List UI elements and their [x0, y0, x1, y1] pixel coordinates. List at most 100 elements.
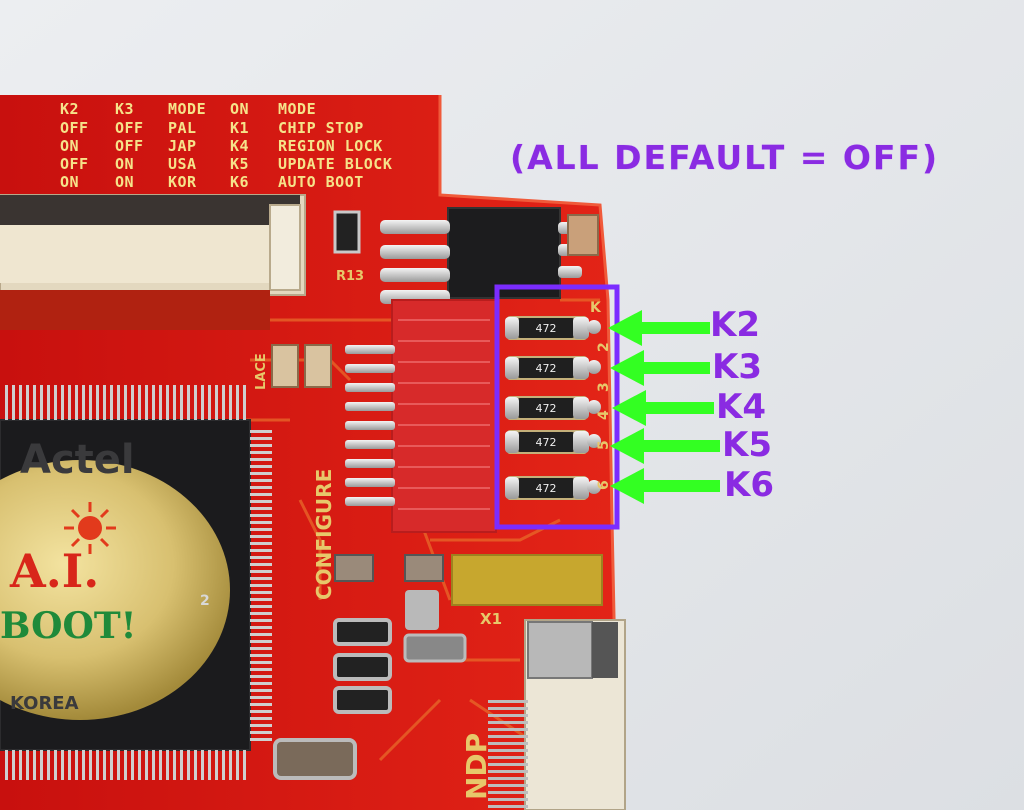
cpld-pin: [124, 385, 127, 420]
k-label-k5: K5: [722, 425, 773, 465]
cpld-pin: [236, 385, 239, 420]
silkscreen-header-cell: ON: [230, 100, 250, 118]
pad-digit: 5: [596, 440, 612, 450]
cpld-pin: [250, 731, 272, 734]
connector-pin: [488, 784, 528, 787]
cpld-pin: [243, 385, 246, 420]
cpld-pin: [166, 385, 169, 420]
cpld-pin: [180, 750, 183, 780]
configure-label: CONFIGURE: [312, 468, 336, 600]
cpld-pin: [159, 750, 162, 780]
silkscreen-cell: PAL: [168, 119, 197, 137]
cpld-pin: [250, 598, 272, 601]
k-label-k4: K4: [716, 387, 767, 427]
led-lace: [271, 344, 299, 388]
cpld-pin: [5, 750, 8, 780]
silkscreen-cell: KOR: [168, 173, 197, 191]
dip-pin: [345, 497, 395, 506]
chip-digit: 2: [200, 593, 210, 609]
cpld-pin: [250, 472, 272, 475]
cpld-pin: [250, 458, 272, 461]
cpld-pin: [152, 385, 155, 420]
resistor-code: 472: [536, 322, 557, 335]
connector-pin: [488, 798, 528, 801]
cpld-pin: [250, 577, 272, 580]
cpld-pin: [159, 385, 162, 420]
cpld-pin: [250, 689, 272, 692]
cpld-pin: [75, 750, 78, 780]
cpld-pin: [250, 605, 272, 608]
k-resistor: 472: [505, 396, 601, 420]
cpld-pin: [250, 507, 272, 510]
dip-pin: [345, 345, 395, 354]
cpld-pin: [250, 493, 272, 496]
cpld-pin: [19, 750, 22, 780]
connector-pin: [488, 742, 528, 745]
cpld-pin: [12, 750, 15, 780]
green-arrow-icon: [610, 350, 710, 386]
silkscreen-cell: ON: [115, 155, 135, 173]
capacitor-top: [567, 214, 599, 256]
cpld-pin: [250, 556, 272, 559]
cpld-pin: [250, 437, 272, 440]
cpld-pin: [194, 750, 197, 780]
connector-pin: [488, 721, 528, 724]
cpld-pin: [250, 549, 272, 552]
dip-pin: [345, 478, 395, 487]
k-resistor: 472: [505, 476, 601, 500]
pad-digit: 2: [596, 342, 612, 352]
cpld-pin: [250, 633, 272, 636]
silkscreen-cell: UPDATE BLOCK: [278, 155, 393, 173]
connector-pin: [488, 700, 528, 703]
cpld-pin: [54, 385, 57, 420]
ribbon-connector-top: [0, 195, 300, 225]
silkscreen-cell: AUTO BOOT: [278, 173, 364, 191]
led-2: [304, 344, 332, 388]
silkscreen-cell: K5: [230, 155, 250, 173]
resistor-code: 472: [536, 482, 557, 495]
dip-pin: [345, 402, 395, 411]
connector-pin: [488, 791, 528, 794]
dip-pin: [345, 459, 395, 468]
k-label-k6: K6: [724, 465, 775, 505]
cpld-pin: [12, 385, 15, 420]
cpld-pin: [103, 385, 106, 420]
silkscreen-cell: JAP: [168, 137, 197, 155]
cpld-pin: [82, 385, 85, 420]
cpld-pin: [250, 535, 272, 538]
cpld-pin: [250, 514, 272, 517]
cpld-pin: [250, 696, 272, 699]
cpld-pin: [75, 385, 78, 420]
sticker-line2: BOOT!: [0, 605, 137, 647]
cpld-pin: [89, 750, 92, 780]
ai-boot-sticker: [0, 460, 230, 720]
cpld-pin: [33, 750, 36, 780]
silkscreen-cell: ON: [60, 137, 80, 155]
silkscreen-cell: K6: [230, 173, 250, 191]
cpld-pin: [215, 750, 218, 780]
cpld-pin: [110, 385, 113, 420]
cpld-pin: [250, 563, 272, 566]
cpld-pin: [250, 619, 272, 622]
green-arrow-icon: [608, 310, 710, 346]
cpld-pin: [5, 385, 8, 420]
cpld-pin: [187, 750, 190, 780]
cpld-pin: [68, 385, 71, 420]
cpld-pin: [250, 500, 272, 503]
cpld-pin: [19, 385, 22, 420]
dip-pin: [345, 440, 395, 449]
silkscreen-cell: OFF: [60, 119, 89, 137]
cpld-pin: [250, 717, 272, 720]
cpld-pin: [250, 654, 272, 657]
ndp-label: NDP: [460, 732, 493, 800]
connector-pin: [488, 763, 528, 766]
r13-label: R13: [336, 269, 365, 284]
cpld-pin: [26, 385, 29, 420]
dip-switch-segments: [398, 319, 490, 510]
pcb-edge: [438, 95, 620, 810]
dip-pin: [345, 421, 395, 430]
silkscreen-header-cell: MODE: [278, 100, 317, 118]
cpld-pin: [208, 750, 211, 780]
cpld-pin: [61, 385, 64, 420]
